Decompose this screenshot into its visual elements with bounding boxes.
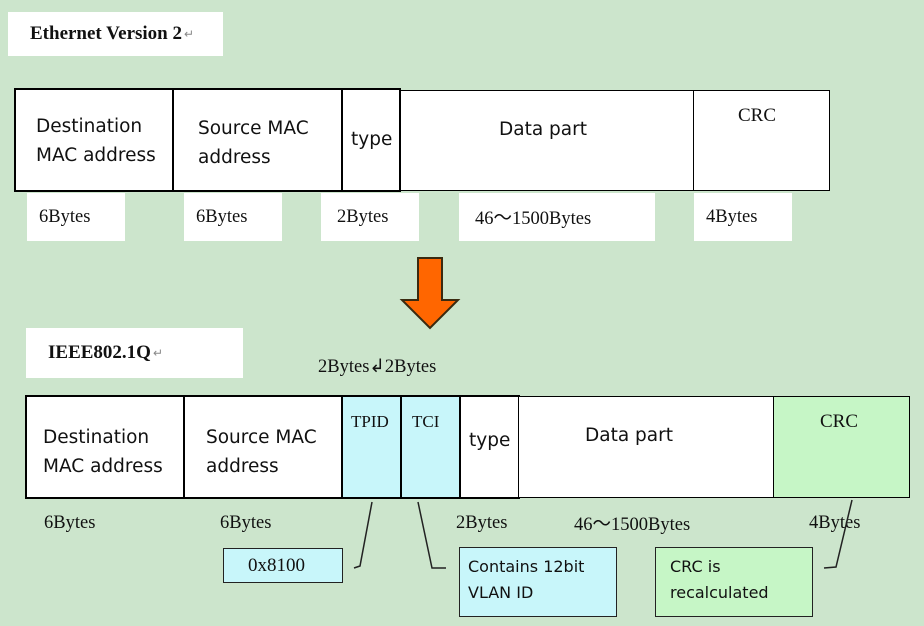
down-arrow-icon	[399, 257, 461, 330]
vlan-field-type: type	[459, 395, 520, 499]
vlan-field-source-mac: Source MAC address	[183, 395, 343, 499]
eth-size-data-part: 46〜1500Bytes	[459, 193, 655, 241]
vlan-size-data-part: 46〜1500Bytes	[574, 515, 691, 535]
eth-field-data-part: Data part	[400, 90, 695, 191]
eth-size-type: 2Bytes	[321, 193, 419, 241]
ethernet-v2-title-box: Ethernet Version 2↵	[8, 12, 223, 56]
eth-size-source-mac: 6Bytes	[184, 193, 282, 241]
callout-text: Contains 12bit VLAN ID	[468, 557, 585, 602]
field-label: Destination MAC address	[43, 427, 163, 477]
vlan-size-crc: 4Bytes	[809, 512, 861, 533]
vlan-field-tci: TCI	[400, 395, 461, 499]
ethernet-v2-title: Ethernet Version 2	[30, 23, 182, 44]
field-label: CRC	[738, 105, 777, 126]
ieee8021q-title-box: IEEE802.1Q↵	[26, 328, 243, 378]
callout-tci-vlan-id: Contains 12bit VLAN ID	[459, 547, 617, 617]
callout-text: 0x8100	[248, 555, 305, 576]
vlan-size-type: 2Bytes	[456, 512, 508, 533]
field-label: TCI	[412, 412, 440, 431]
field-label: Data part	[499, 119, 587, 140]
field-label: TPID	[351, 412, 389, 431]
vlan-field-data-part: Data part	[518, 396, 775, 498]
eth-field-source-mac: Source MAC address	[172, 88, 343, 192]
vlan-tag-sizes: 2Bytes↲2Bytes	[318, 357, 437, 377]
field-label: type	[469, 430, 511, 451]
callout-tpid-value: 0x8100	[223, 548, 343, 583]
tci-connector-line	[417, 501, 446, 569]
ieee8021q-title: IEEE802.1Q	[48, 342, 151, 363]
vlan-size-source-mac: 6Bytes	[220, 512, 272, 533]
field-label: CRC	[820, 411, 859, 432]
field-label: Source MAC address	[198, 118, 309, 168]
eth-field-destination-mac: Destination MAC address	[14, 88, 174, 192]
tpid-connector-line	[353, 501, 373, 569]
vlan-field-tpid: TPID	[341, 395, 402, 499]
eth-field-type: type	[341, 88, 401, 192]
return-mark-icon: ↵	[152, 345, 164, 360]
field-label: type	[351, 129, 393, 150]
field-label: Source MAC address	[206, 427, 317, 477]
eth-size-crc: 4Bytes	[694, 193, 792, 241]
eth-field-crc: CRC	[693, 90, 830, 191]
vlan-field-crc: CRC	[773, 396, 910, 498]
eth-size-destination-mac: 6Bytes	[27, 193, 125, 241]
return-mark-icon: ↵	[184, 26, 195, 41]
vlan-field-destination-mac: Destination MAC address	[25, 395, 185, 499]
vlan-size-destination-mac: 6Bytes	[44, 512, 96, 533]
field-label: Data part	[585, 425, 673, 446]
field-label: Destination MAC address	[36, 116, 156, 166]
callout-crc-recalculated: CRC is recalculated	[655, 547, 813, 617]
callout-text: CRC is recalculated	[670, 557, 769, 602]
